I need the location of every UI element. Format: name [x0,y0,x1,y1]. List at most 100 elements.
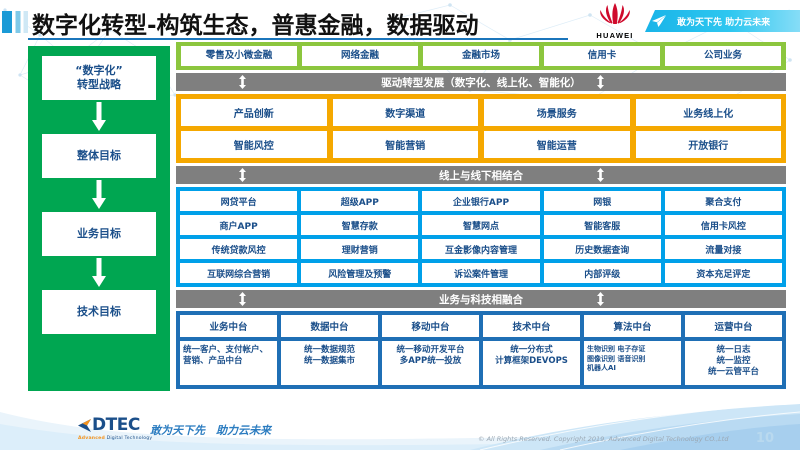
channel-item[interactable]: 网贷平台 [180,191,298,211]
channel-item[interactable]: 流量对接 [664,239,783,259]
channels-row-1: 网贷平台 超级APP 企业银行APP 网银 聚合支付 [180,191,783,211]
platforms-row: 业务中台 统一客户、支付帐户、营销、产品中台 数据中台 统一数据规范统一数据集市… [180,315,782,385]
sidebar-step-1-line2: 转型战略 [77,78,121,91]
double-arrow-icon [239,292,246,306]
header-accent-bar [2,11,28,33]
channels-row-4: 互联网综合营销 风险管理及预警 诉讼案件管理 内部评级 资本充足评定 [180,263,783,283]
platform-header[interactable]: 移动中台 [382,315,479,337]
sidebar-step-1-line1: “数字化” [75,64,123,77]
sidebar-step-1[interactable]: “数字化” 转型战略 [42,56,156,100]
channel-item[interactable]: 信用卡风控 [664,215,783,235]
platform-header[interactable]: 算法中台 [584,315,681,337]
title-underline [28,38,568,40]
connector-bar-2-label: 线上与线下相结合 [439,169,523,182]
arrow-down-icon [92,258,106,287]
channel-item[interactable]: 网银 [543,191,661,211]
connector-bar-2: 线上与线下相结合 [176,166,786,184]
double-arrow-icon [597,75,604,89]
sidebar-step-2[interactable]: 整体目标 [42,134,156,178]
drivers-band: 产品创新 数字渠道 场景服务 业务线上化 智能风控 智能营销 智能运营 开放银行 [176,94,786,163]
business-line-item[interactable]: 网络金融 [302,46,418,66]
driver-item[interactable]: 产品创新 [181,99,327,126]
connector-bar-3: 业务与科技相融合 [176,290,786,308]
platform-header[interactable]: 运营中台 [685,315,782,337]
channel-item[interactable]: 智慧存款 [301,215,419,235]
channel-item[interactable]: 智能客服 [543,215,661,235]
sidebar-arrow-1 [42,100,156,134]
driver-item[interactable]: 智能风控 [181,131,327,158]
paper-plane-icon [652,15,666,27]
huawei-logo: HUAWEI [588,2,642,40]
dtec-logo: DTEC Advanced Digital Technology [78,415,158,441]
business-lines-band: 零售及小微金融 网络金融 金融市场 信用卡 公司业务 [176,42,786,70]
channel-item[interactable]: 传统贷款风控 [180,239,298,259]
platform-body: 统一数据规范统一数据集市 [281,341,378,385]
page-title: 数字化转型-构筑生态，普惠金融，数据驱动 [32,13,479,39]
driver-item[interactable]: 业务线上化 [635,99,781,126]
platform-header[interactable]: 数据中台 [281,315,378,337]
driver-item[interactable]: 数字渠道 [332,99,478,126]
connector-bar-3-label: 业务与科技相融合 [439,293,523,306]
footer-slogan: 敢为天下先 助力云未来 [150,424,271,437]
channel-item[interactable]: 超级APP [301,191,419,211]
strategy-flow-sidebar: “数字化” 转型战略 整体目标 业务目标 技术目标 [28,46,170,391]
driver-item[interactable]: 开放银行 [635,131,781,158]
footer: DTEC Advanced Digital Technology 敢为天下先 助… [0,402,800,450]
copyright-text: © All Rights Reserved. Copyright 2019, A… [478,435,729,443]
huawei-flower-icon [600,3,630,24]
platforms-band: 业务中台 统一客户、支付帐户、营销、产品中台 数据中台 统一数据规范统一数据集市… [176,311,786,389]
business-line-item[interactable]: 公司业务 [665,46,781,66]
dtec-tagline: Advanced Digital Technology [78,436,158,441]
business-lines-row: 零售及小微金融 网络金融 金融市场 信用卡 公司业务 [181,46,781,66]
business-line-item[interactable]: 金融市场 [423,46,539,66]
platform-body: 统一日志统一监控统一云管平台 [685,341,782,385]
business-line-item[interactable]: 信用卡 [544,46,660,66]
dtec-triangle-icon [78,418,91,432]
channel-item[interactable]: 风险管理及预警 [301,263,419,283]
channels-row-3: 传统贷款风控 理财营销 互金影像内容管理 历史数据查询 流量对接 [180,239,783,259]
driver-item[interactable]: 场景服务 [484,99,630,126]
channel-item[interactable]: 历史数据查询 [543,239,661,259]
footer-decor-swoosh-icon [0,402,800,450]
dtec-wordmark: DTEC [92,415,140,435]
dtec-tagline-bold: Advanced [78,436,105,441]
channel-item[interactable]: 理财营销 [301,239,419,259]
double-arrow-icon [597,168,604,182]
arrow-down-icon [92,180,106,209]
huawei-wordmark: HUAWEI [596,31,634,40]
connector-bar-1: 驱动转型发展（数字化、线上化、智能化） [176,73,786,91]
sidebar-step-3[interactable]: 业务目标 [42,212,156,256]
channel-item[interactable]: 聚合支付 [664,191,783,211]
channel-item[interactable]: 智慧网点 [422,215,540,235]
main-content: 零售及小微金融 网络金融 金融市场 信用卡 公司业务 驱动转型发展（数字化、线上… [176,42,786,389]
channel-item[interactable]: 商户APP [180,215,298,235]
channel-item[interactable]: 内部评级 [543,263,661,283]
business-line-item[interactable]: 零售及小微金融 [181,46,297,66]
page-number: 10 [755,431,774,446]
driver-item[interactable]: 智能营销 [332,131,478,158]
double-arrow-icon [239,75,246,89]
sidebar-arrow-3 [42,256,156,290]
sidebar-step-4-line1: 技术目标 [77,305,121,318]
platform-header[interactable]: 业务中台 [180,315,277,337]
arrow-down-icon [92,102,106,131]
double-arrow-icon [597,292,604,306]
channel-item[interactable]: 互金影像内容管理 [422,239,540,259]
dtec-tagline-rest: Digital Technology [104,436,153,441]
sidebar-step-4[interactable]: 技术目标 [42,290,156,334]
drivers-row-1: 产品创新 数字渠道 场景服务 业务线上化 [181,99,781,126]
channel-item[interactable]: 资本充足评定 [664,263,783,283]
platform-body: 统一客户、支付帐户、营销、产品中台 [180,341,277,385]
channels-band: 网贷平台 超级APP 企业银行APP 网银 聚合支付 商户APP 智慧存款 智慧… [176,187,786,287]
channel-item[interactable]: 诉讼案件管理 [422,263,540,283]
driver-item[interactable]: 智能运营 [484,131,630,158]
platform-body: 统一移动开发平台多APP统一投放 [382,341,479,385]
sidebar-arrow-2 [42,178,156,212]
connector-bar-1-label: 驱动转型发展（数字化、线上化、智能化） [381,76,581,89]
channel-item[interactable]: 互联网综合营销 [180,263,298,283]
channel-item[interactable]: 企业银行APP [422,191,540,211]
drivers-row-2: 智能风控 智能营销 智能运营 开放银行 [181,131,781,158]
double-arrow-icon [239,168,246,182]
platform-header[interactable]: 技术中台 [483,315,580,337]
